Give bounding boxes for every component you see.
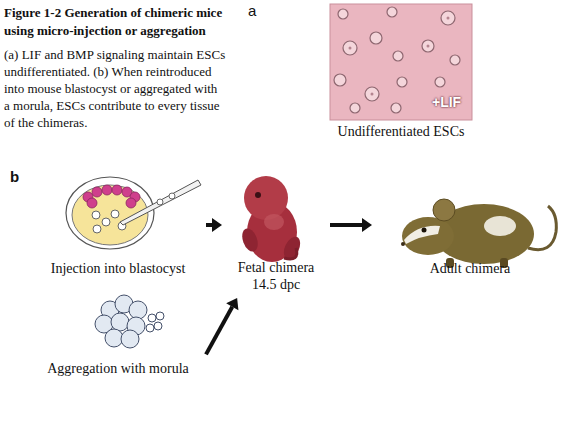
stage-label: Adult chimera xyxy=(430,260,510,277)
stage-panel: Aggregation with morula xyxy=(30,290,206,382)
stage-label: Fetal chimera xyxy=(238,259,315,276)
stage-panel: Injection into blastocyst xyxy=(30,176,206,282)
photo-caption: Undifferentiated ESCs xyxy=(338,124,465,140)
stage-panel: Fetal chimera14.5 dpc xyxy=(222,174,330,298)
stage-label: 14.5 dpc xyxy=(252,276,300,293)
figure-title: Figure 1-2 Generation of chimeric mice u… xyxy=(4,4,224,40)
figure-caption: (a) LIF and BMP signaling maintain ESCs … xyxy=(4,46,226,131)
stage-panel: Adult chimera xyxy=(372,180,568,282)
flow-arrow xyxy=(206,298,238,354)
stage-label: Injection into blastocyst xyxy=(51,260,186,277)
panel-letter: b xyxy=(10,168,19,185)
condition-label: +LIF xyxy=(432,94,461,110)
flow-arrow xyxy=(330,218,372,232)
panel-letter: a xyxy=(248,2,256,19)
flow-arrow xyxy=(206,218,222,232)
stage-label: Aggregation with morula xyxy=(47,360,189,377)
